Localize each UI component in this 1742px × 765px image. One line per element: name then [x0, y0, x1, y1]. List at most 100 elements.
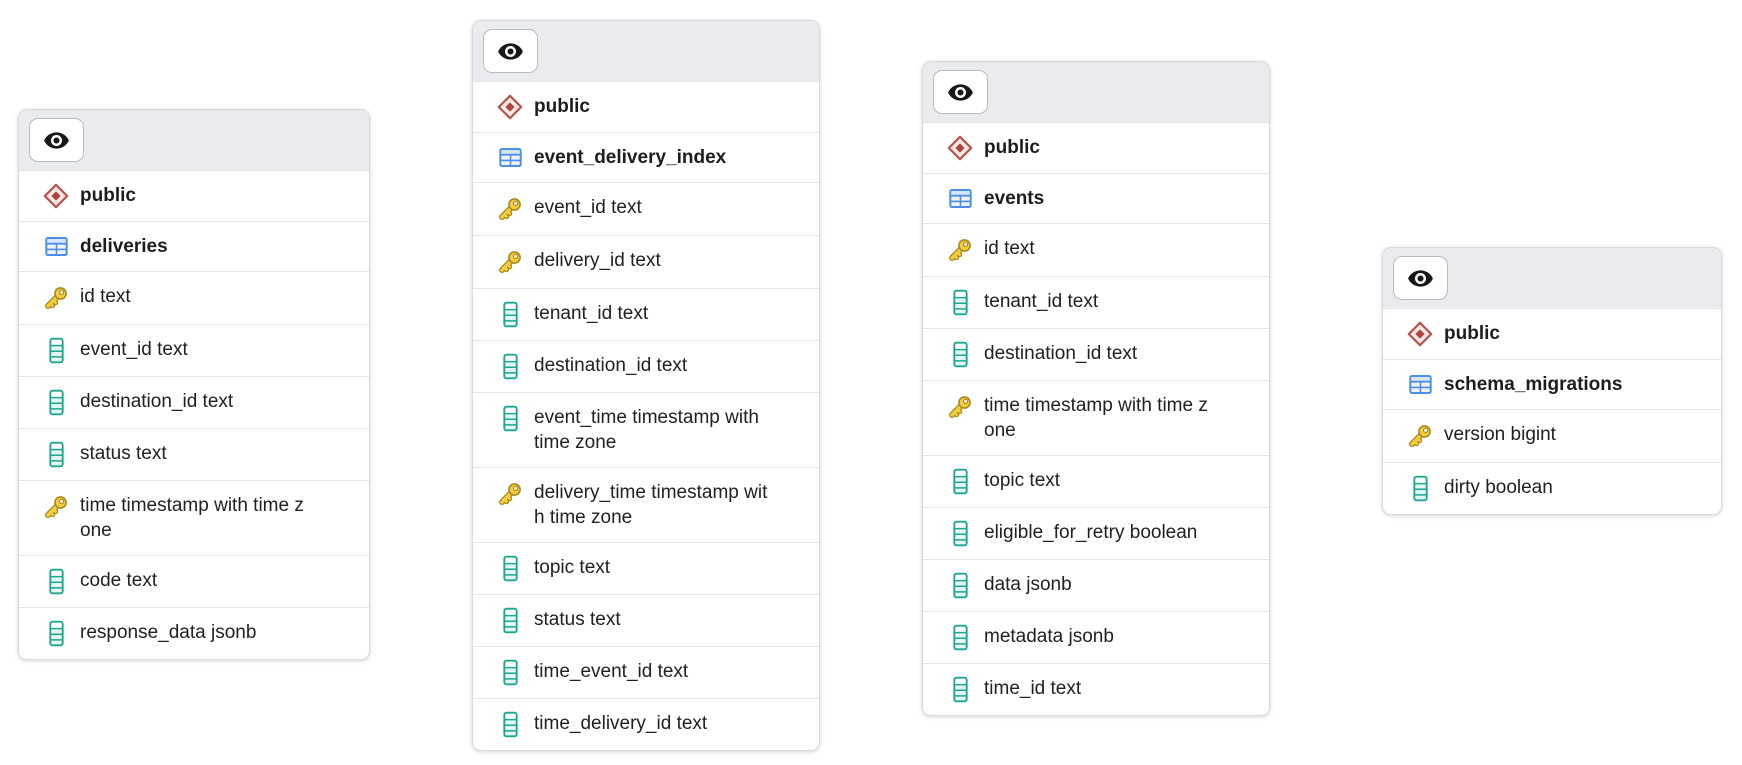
column-name: tenant_id	[534, 303, 613, 324]
column-type: text	[157, 339, 188, 360]
schema-icon	[947, 135, 973, 161]
table-name-row: event_delivery_index	[473, 132, 819, 182]
table-card-header	[923, 62, 1269, 122]
column-type: text	[202, 391, 234, 412]
schema-name: public	[984, 137, 1040, 158]
column-icon	[502, 405, 518, 432]
column-type: text	[1067, 291, 1099, 312]
visibility-toggle-button[interactable]	[29, 118, 84, 162]
column-row: time_event_id text	[473, 646, 819, 698]
column-row: status text	[473, 594, 819, 646]
column-row: data jsonb	[923, 559, 1269, 611]
table-icon	[44, 236, 68, 257]
eye-icon	[1408, 269, 1433, 287]
column-icon	[502, 607, 518, 634]
column-type: jsonb	[1068, 626, 1114, 647]
column-name: time	[80, 495, 116, 516]
column-icon	[48, 620, 64, 647]
column-name: destination_id	[984, 343, 1102, 364]
column-type: text	[579, 557, 611, 578]
column-type: text	[630, 250, 661, 271]
table-name: event_delivery_index	[534, 147, 727, 168]
primary-key-icon	[45, 496, 67, 518]
primary-key-icon	[499, 483, 521, 505]
column-name: event_id	[534, 197, 606, 218]
column-icon	[502, 659, 518, 686]
column-row: delivery_id text	[473, 235, 819, 288]
column-type: text	[657, 661, 689, 682]
column-name: event_id	[80, 339, 152, 360]
column-row: tenant_id text	[473, 288, 819, 340]
table-icon	[1408, 374, 1432, 395]
primary-key-icon	[949, 239, 971, 261]
column-row: destination_id text	[473, 340, 819, 392]
column-icon	[48, 389, 64, 416]
column-row: status text	[19, 428, 369, 480]
column-row: code text	[19, 555, 369, 607]
column-icon	[952, 624, 968, 651]
schema-icon	[43, 183, 69, 209]
column-icon	[502, 353, 518, 380]
column-type: jsonb	[1026, 574, 1072, 595]
table-card-header	[1383, 248, 1721, 308]
schema-name: public	[534, 96, 590, 117]
column-type: timestamp with time zone	[534, 407, 759, 453]
primary-key-icon	[45, 287, 67, 309]
column-icon	[502, 555, 518, 582]
visibility-toggle-button[interactable]	[933, 70, 988, 114]
column-name: eligible_for_retry	[984, 522, 1125, 543]
column-icon	[952, 468, 968, 495]
column-name: code	[80, 570, 122, 591]
column-type: text	[126, 570, 158, 591]
column-row: version bigint	[1383, 409, 1721, 462]
column-type: text	[135, 443, 167, 464]
table-card[interactable]: public schema_migrations	[1382, 247, 1722, 515]
eye-icon	[44, 131, 69, 149]
column-icon	[48, 441, 64, 468]
schema-icon	[497, 94, 523, 120]
column-icon	[952, 341, 968, 368]
table-name: deliveries	[80, 236, 168, 257]
column-row: topic text	[923, 455, 1269, 507]
primary-key-icon	[1409, 425, 1431, 447]
column-type: text	[1050, 678, 1082, 699]
column-row: eligible_for_retry boolean	[923, 507, 1269, 559]
column-name: destination_id	[80, 391, 198, 412]
column-row: tenant_id text	[923, 276, 1269, 328]
column-row: time timestamp with time zone	[923, 380, 1269, 455]
column-row: event_id text	[19, 324, 369, 376]
column-icon	[1412, 475, 1428, 502]
column-type: text	[1004, 238, 1035, 259]
column-type: boolean	[1485, 477, 1553, 498]
primary-key-icon	[499, 251, 521, 273]
table-card-header	[19, 110, 369, 170]
visibility-toggle-button[interactable]	[483, 29, 538, 73]
table-name: events	[984, 188, 1045, 209]
column-type: text	[1106, 343, 1138, 364]
column-row: time timestamp with time zone	[19, 480, 369, 555]
column-row: time_id text	[923, 663, 1269, 715]
schema-row: public	[473, 81, 819, 132]
table-card[interactable]: public deliveries	[18, 109, 370, 660]
column-type: bigint	[1510, 424, 1556, 445]
table-card[interactable]: public events	[922, 61, 1270, 716]
column-row: id text	[19, 271, 369, 324]
column-row: time_delivery_id text	[473, 698, 819, 750]
column-name: time_event_id	[534, 661, 653, 682]
column-icon	[952, 676, 968, 703]
column-name: metadata	[984, 626, 1064, 647]
table-name: schema_migrations	[1444, 374, 1623, 395]
column-name: topic	[984, 470, 1025, 491]
visibility-toggle-button[interactable]	[1393, 256, 1448, 300]
column-type: text	[676, 713, 708, 734]
column-icon	[952, 289, 968, 316]
column-type: boolean	[1129, 522, 1198, 543]
column-name: event_time	[534, 407, 627, 428]
table-card[interactable]: public event_delivery_index	[472, 20, 820, 751]
column-row: response_data jsonb	[19, 607, 369, 659]
column-name: status	[534, 609, 585, 630]
column-type: text	[656, 355, 688, 376]
column-name: id	[80, 286, 95, 307]
column-row: metadata jsonb	[923, 611, 1269, 663]
